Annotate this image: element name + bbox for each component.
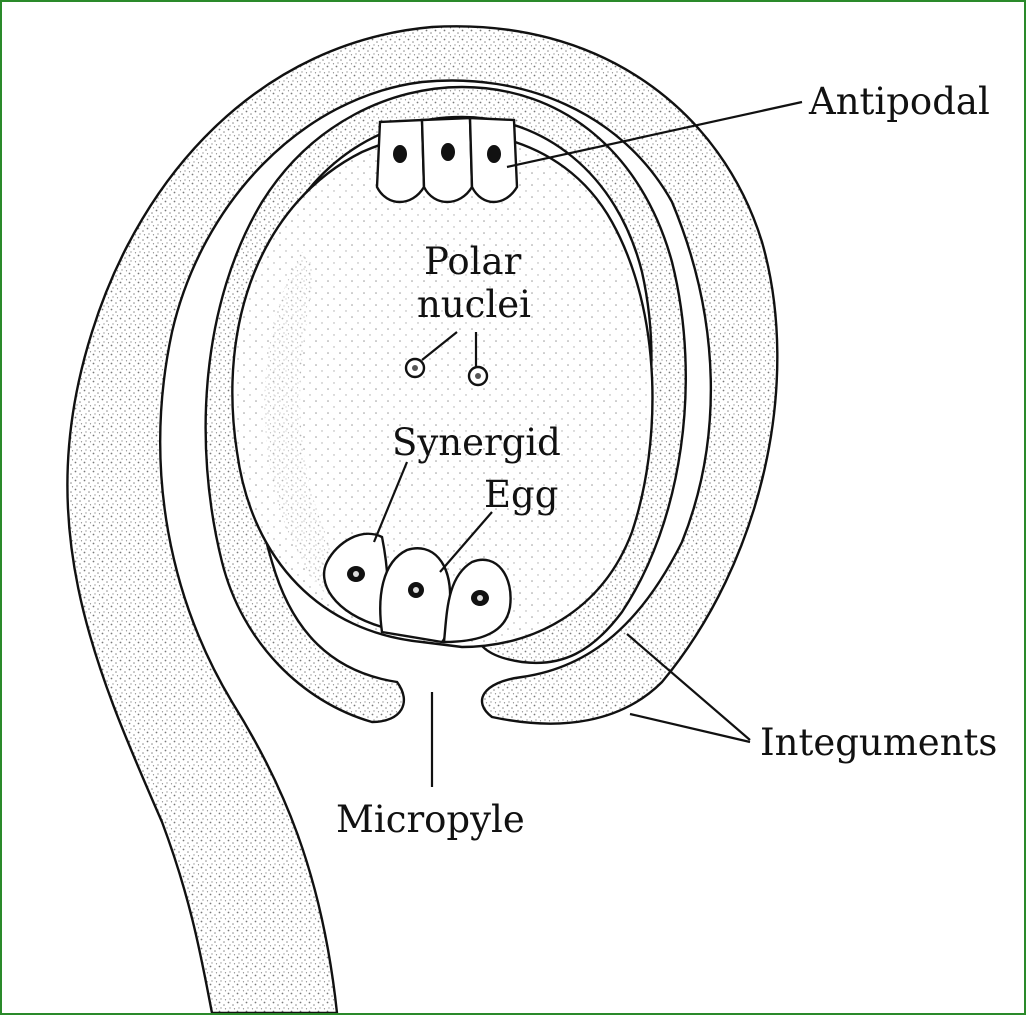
antipodal-cells: [377, 118, 517, 202]
label-polar-nuclei-line1: Polar: [424, 240, 522, 283]
integuments-leader-lower: [630, 714, 750, 742]
label-polar-nuclei-line2: nuclei: [417, 283, 531, 326]
label-antipodal: Antipodal: [808, 80, 990, 123]
label-integuments: Integuments: [760, 721, 997, 764]
label-synergid: Synergid: [392, 421, 561, 464]
label-micropyle: Micropyle: [336, 798, 525, 841]
label-egg: Egg: [484, 473, 558, 516]
